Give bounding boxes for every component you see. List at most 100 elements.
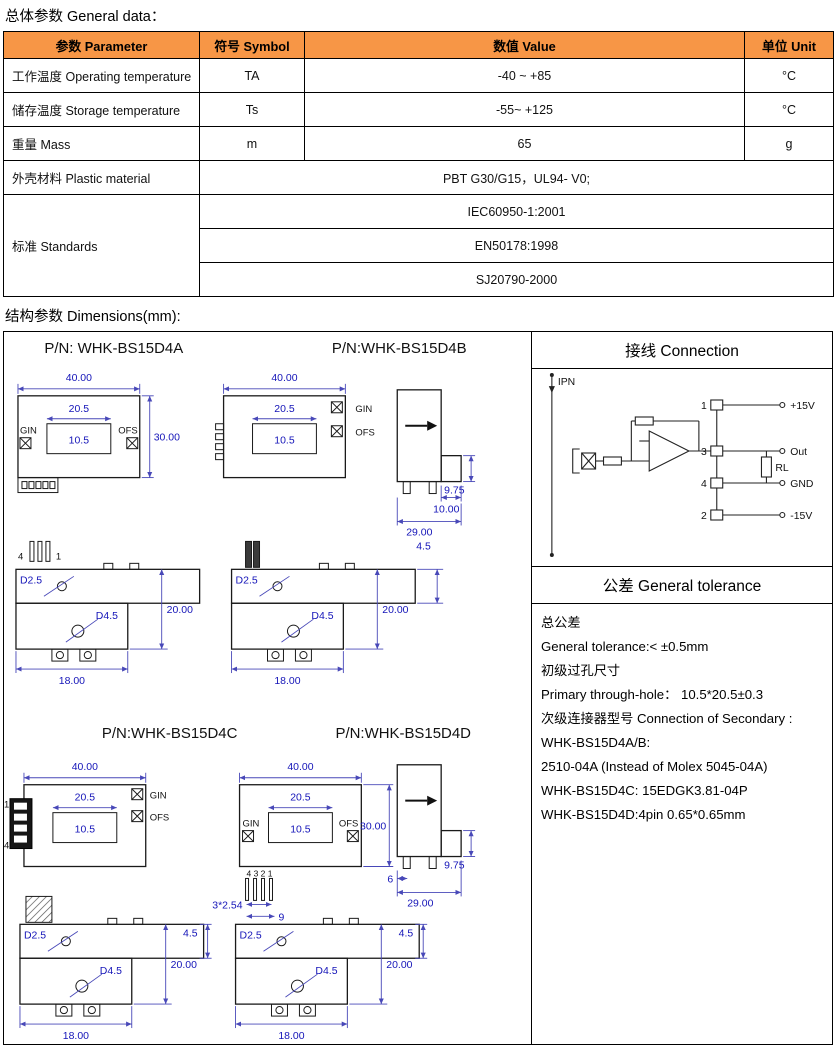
front-view-c: 40.00 20.5 10.5 1 4 GIN OFS — [4, 762, 169, 868]
tolerance-line: WHK-BS15D4A/B: — [541, 735, 651, 750]
pin-4-label: 4 — [701, 479, 707, 490]
ofs-label: OFS — [355, 428, 374, 439]
connection-diagram: IPN — [548, 373, 815, 557]
ofs-label: OFS — [150, 813, 169, 824]
dim-height-45: 4.5 — [183, 928, 198, 939]
col-header-symbol: 符号 Symbol — [199, 31, 305, 59]
param-cell: 标准 Standards — [3, 194, 200, 297]
dim-width-29: 29.00 — [406, 527, 432, 538]
screw-terminal-icon — [242, 830, 255, 843]
terminal-dot — [779, 401, 786, 409]
general-data-heading: 总体参数 General data： — [5, 9, 166, 25]
standard-cell: IEC60950-1:2001 — [199, 194, 834, 229]
screw-terminal-icon — [330, 401, 343, 414]
dimensions-panel: D2.5 D4.5 20.00 18.00 P/N: WHK-BS15 — [3, 331, 833, 1045]
pin-4-label: 4 — [18, 551, 23, 562]
dim-width-29: 29.00 — [407, 898, 433, 909]
dim-width-205: 20.5 — [290, 793, 311, 804]
tolerance-line: General tolerance:< ±0.5mm — [541, 639, 709, 654]
gin-label: GIN — [150, 791, 167, 802]
dim-45-d: 4.5 — [399, 923, 428, 959]
tolerance-notes: 总公差 General tolerance:< ±0.5mm 初级过孔尺寸 Pr… — [532, 604, 832, 1044]
param-cell: 工作温度 Operating temperature — [3, 58, 200, 93]
resistor-symbol — [634, 416, 654, 426]
dim-pitch: 3*2.54 — [212, 900, 242, 911]
terminal-out: Out — [790, 447, 807, 458]
resistor-symbol — [602, 456, 622, 466]
value-cell: PBT G30/G15，UL94- V0; — [199, 160, 834, 195]
dim-45-c: 4.5 — [183, 923, 212, 959]
load-resistor-symbol — [760, 456, 772, 478]
pin-box-2 — [710, 509, 724, 521]
pin-1-label: 1 — [4, 800, 9, 811]
front-view-b: 40.00 20.5 10.5 GIN OFS — [215, 373, 375, 479]
terminal-p15v: +15V — [790, 401, 815, 412]
screw-terminal-icon — [131, 788, 144, 801]
dim-height-975: 9.75 — [444, 486, 465, 497]
dimension-drawings: D2.5 D4.5 20.00 18.00 P/N: WHK-BS15 — [4, 340, 476, 1044]
pin-4-label: 4 — [4, 841, 9, 852]
pin-3-label: 3 — [701, 447, 707, 458]
table-row-standards: 标准 Standards IEC60950-1:2001 — [3, 194, 834, 297]
bottom-view-b — [232, 563, 416, 687]
pins-d: 4 3 2 1 3*2.54 9 — [212, 868, 284, 923]
col-header-value: 数值 Value — [304, 31, 745, 59]
table-row-standards: SJ20790-2000 — [4, 262, 834, 297]
ofs-label: OFS — [118, 426, 137, 437]
dim-width-40: 40.00 — [72, 762, 98, 773]
dim-width-205: 20.5 — [69, 404, 90, 415]
terminal-dot — [779, 479, 786, 487]
hatched-connector-section — [25, 895, 53, 923]
screw-terminal-icon — [131, 810, 144, 823]
screw-terminal-icon — [346, 830, 359, 843]
pin-1-label: 1 — [701, 401, 707, 412]
gin-label: GIN — [355, 404, 372, 415]
terminal-dot — [779, 511, 786, 519]
tolerance-line: 总公差 — [541, 615, 581, 630]
bottom-view-c — [20, 918, 204, 1042]
value-cell: 65 — [304, 126, 745, 161]
current-direction-arrow-icon — [427, 795, 438, 806]
tolerance-line: 次级连接器型号 Connection of Secondary : — [541, 711, 793, 726]
pin-box-1 — [710, 399, 724, 411]
bottom-view-a-pins: 4 1 — [18, 540, 61, 562]
tolerance-line: 2510-04A (Instead of Molex 5045-04A) — [541, 759, 768, 774]
terminal-gnd: GND — [790, 479, 814, 490]
dim-width-205: 20.5 — [75, 793, 96, 804]
dim-width-105: 10.5 — [290, 825, 311, 836]
dim-width-9: 9 — [278, 912, 284, 923]
value-cell: -40 ~ +85 — [304, 58, 745, 93]
pin-box-4 — [710, 477, 724, 489]
part-number-b: P/N:WHK-BS15D4B — [332, 340, 467, 357]
param-cell: 重量 Mass — [3, 126, 200, 161]
part-number-d: P/N:WHK-BS15D4D — [335, 725, 471, 742]
value-cell: -55~ +125 — [304, 92, 745, 127]
ipn-label: IPN — [558, 377, 575, 388]
pin-box-3 — [710, 445, 724, 457]
pin-1-label: 1 — [56, 551, 61, 562]
dim-height-45: 4.5 — [399, 928, 414, 939]
connection-title: 接线 Connection — [532, 332, 832, 369]
gin-label: GIN — [243, 819, 260, 830]
standard-cell: EN50178:1998 — [199, 228, 834, 263]
dim-height-30: 30.00 — [154, 433, 180, 444]
symbol-cell: Ts — [199, 92, 305, 127]
ofs-label: OFS — [339, 819, 358, 830]
col-header-unit: 单位 Unit — [744, 31, 834, 59]
table-row-standards: EN50178:1998 — [4, 228, 834, 263]
lead-pin — [245, 540, 253, 568]
hall-sensor-symbol — [572, 448, 597, 474]
screw-terminal-icon — [330, 425, 343, 438]
symbol-cell: TA — [199, 58, 305, 93]
screw-terminal-icon — [126, 437, 139, 450]
dim-height-45: 4.5 — [416, 541, 431, 552]
unit-cell: °C — [744, 92, 834, 127]
col-header-parameter: 参数 Parameter — [3, 31, 200, 59]
dimensions-heading: 结构参数 Dimensions(mm): — [5, 309, 181, 325]
param-cell: 外壳材料 Plastic material — [3, 160, 200, 195]
table-row-plastic: 外壳材料 Plastic material PBT G30/G15，UL94- … — [3, 160, 834, 195]
dim-width-105: 10.5 — [69, 436, 90, 447]
tolerance-line: 初级过孔尺寸 — [541, 663, 621, 678]
unit-cell: g — [744, 126, 834, 161]
table-row: 重量 Mass m 65 g — [3, 126, 834, 161]
